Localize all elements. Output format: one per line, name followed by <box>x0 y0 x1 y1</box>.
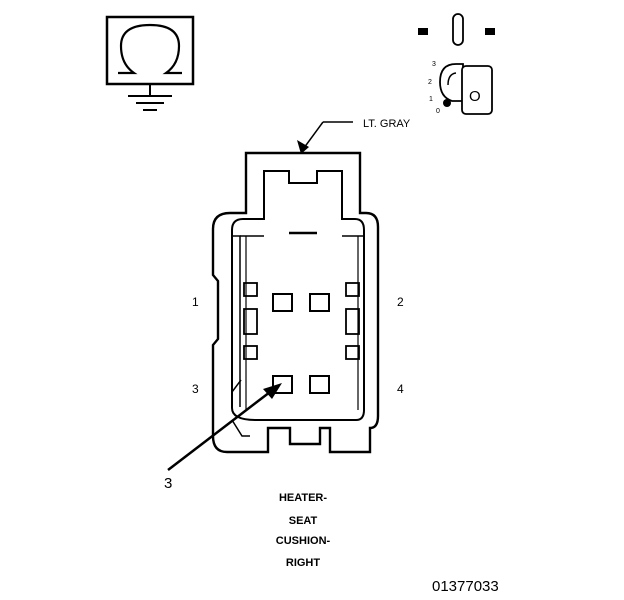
callout-number: 3 <box>164 475 172 492</box>
ignition-key-icon: 3 2 1 0 O <box>418 13 495 115</box>
ignition-position-2: 2 <box>428 79 432 86</box>
connector-title-line1: HEATER- <box>279 492 327 504</box>
connector-title-line2: SEAT <box>289 515 318 527</box>
heated-seat-ground-icon <box>105 15 195 111</box>
ignition-position-3: 3 <box>432 61 436 68</box>
pin-number-3: 3 <box>192 382 199 396</box>
wire-color-label: LT. GRAY <box>363 118 411 130</box>
cavity-4 <box>309 375 330 394</box>
pin-number-1: 1 <box>192 295 199 309</box>
callout-arrow <box>167 383 282 471</box>
ignition-position-0: 0 <box>436 108 440 115</box>
pin-number-2: 2 <box>397 295 404 309</box>
pin-number-4: 4 <box>397 382 404 396</box>
cavity-3 <box>272 375 293 394</box>
ignition-key-letter: O <box>469 88 481 105</box>
connector-title-line4: RIGHT <box>286 557 321 569</box>
cavity-1 <box>272 293 293 312</box>
cavity-2 <box>309 293 330 312</box>
connector-body <box>211 151 380 454</box>
figure-code: 01377033 <box>432 578 499 595</box>
pin-cavities <box>272 293 330 394</box>
connector-title-line3: CUSHION- <box>276 535 331 547</box>
wire-color-leader <box>297 121 353 154</box>
ignition-position-1: 1 <box>429 96 433 103</box>
side-terminals <box>243 282 360 360</box>
